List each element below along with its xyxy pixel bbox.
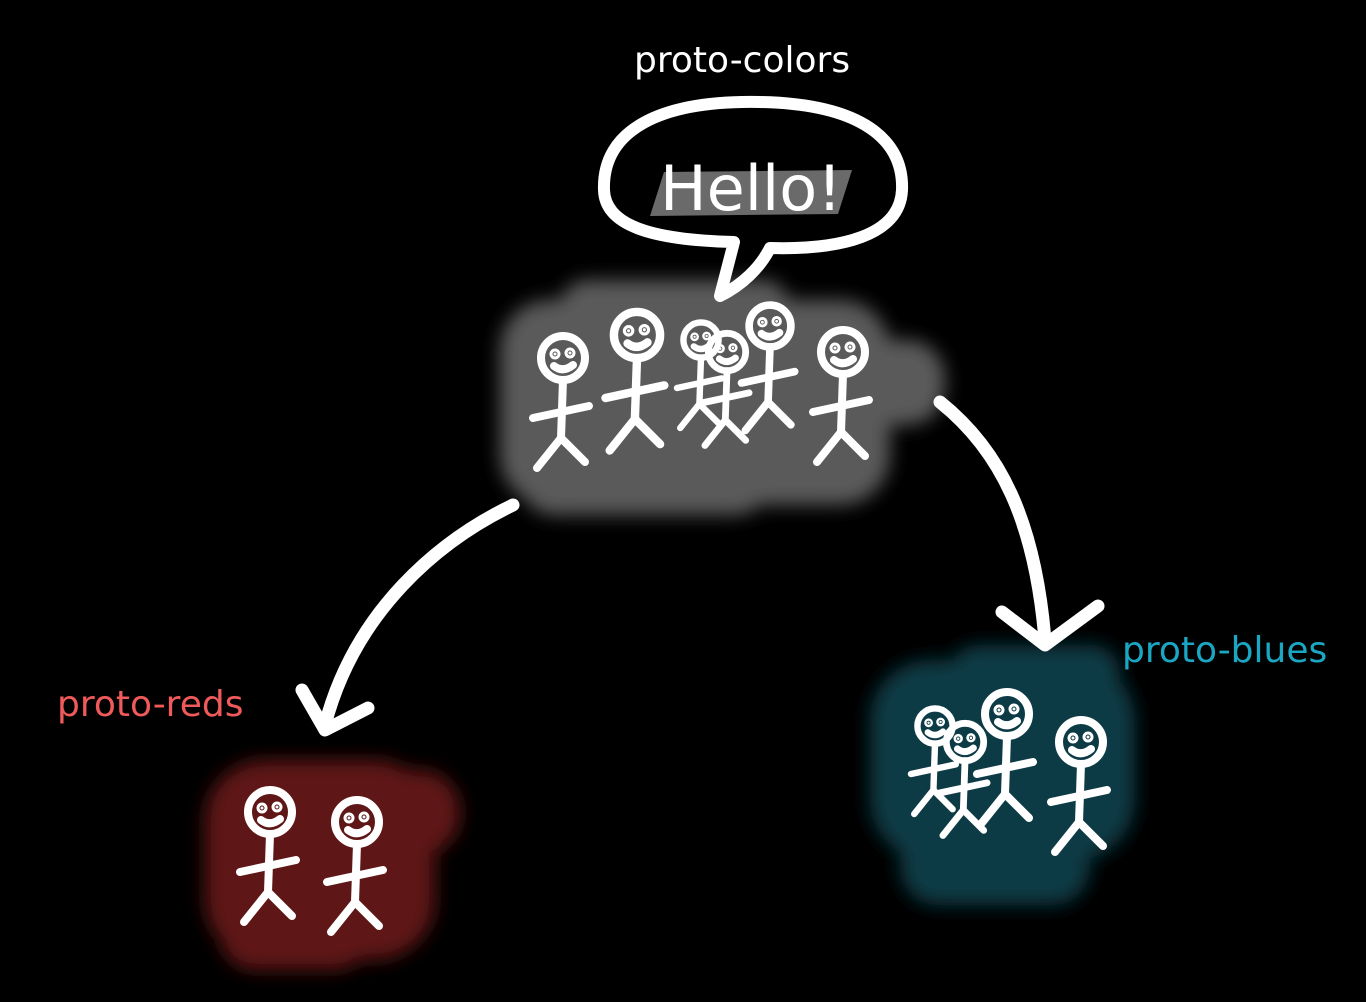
red-group-blob [205, 760, 460, 970]
hello-highlight [650, 170, 852, 216]
left_child-stick-figure [323, 796, 387, 936]
right_child-stick-figure [907, 705, 960, 818]
speech-bubble-text: Hello! [660, 152, 843, 225]
arrow-to-reds [295, 498, 520, 737]
right_child-stick-figure [973, 688, 1037, 828]
parent-stick-figure [529, 332, 593, 472]
parent-stick-figure [601, 307, 669, 455]
parent-stick-figure [737, 301, 799, 435]
proto-blues-label: proto-blues [1122, 630, 1328, 671]
proto-colors-label: proto-colors [634, 40, 851, 81]
parent-stick-figure [698, 329, 753, 449]
right_child-stick-figure [1047, 716, 1111, 856]
left_child-stick-figure [236, 786, 300, 926]
speech-bubble [597, 95, 909, 302]
arrow-to-blues [933, 395, 1105, 652]
parent-stick-figure [809, 326, 873, 466]
proto-reds-label: proto-reds [57, 684, 244, 725]
